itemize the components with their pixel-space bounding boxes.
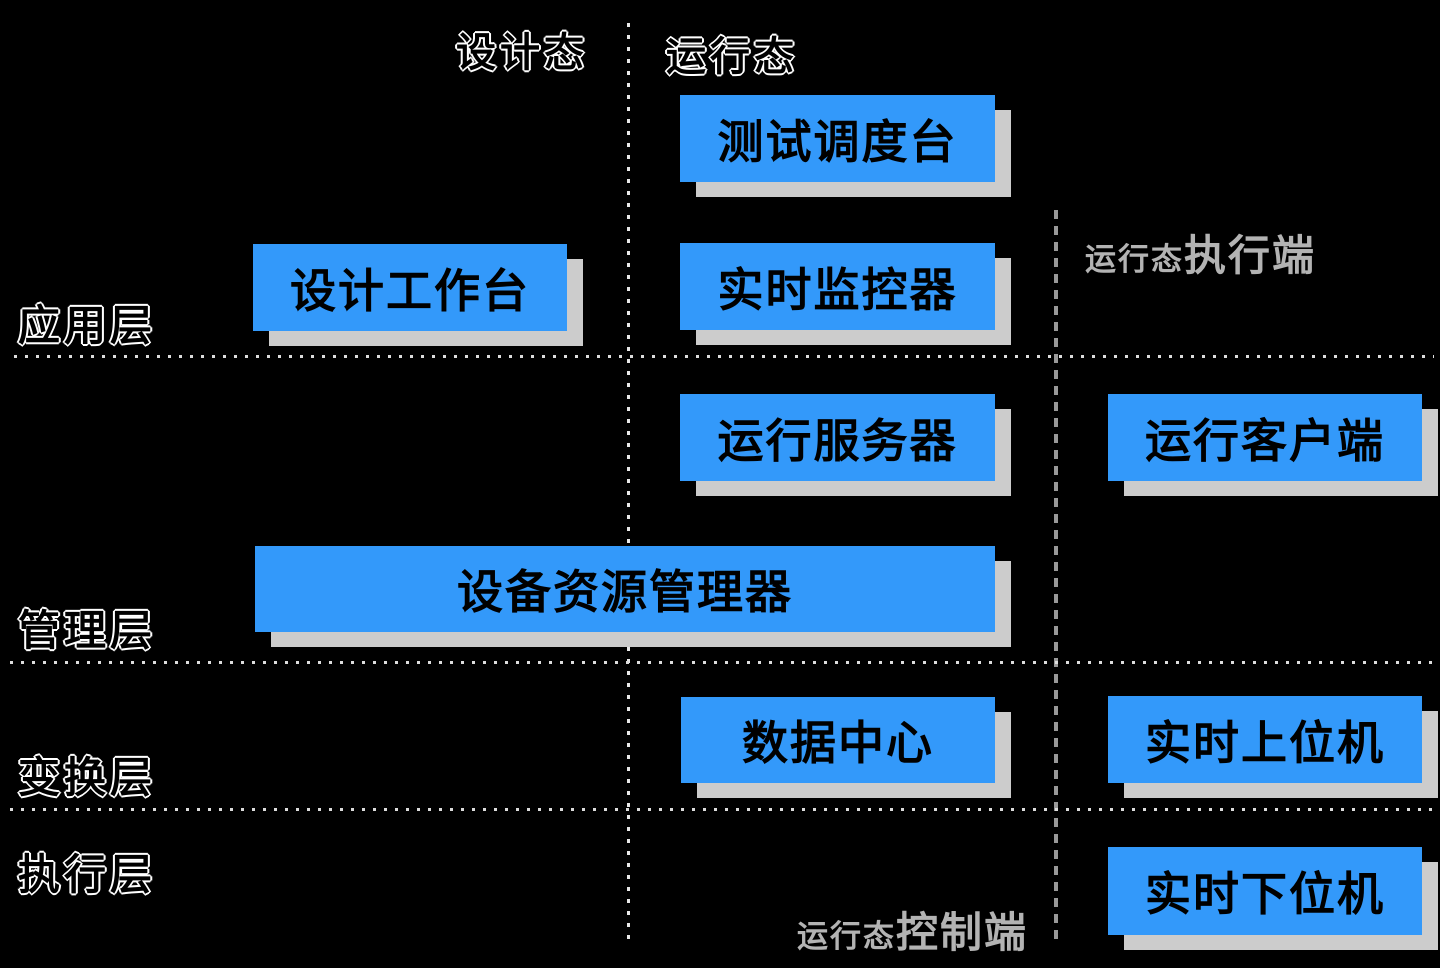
- box-label: 实时下位机: [1145, 867, 1385, 921]
- run-mode-executor-prefix: 运行态: [1085, 242, 1184, 278]
- box-label: 实时监控器: [717, 262, 958, 317]
- box-run-server: 运行服务器: [680, 394, 995, 481]
- run-mode-label: 运行态: [666, 34, 798, 80]
- box-run-client: 运行客户端: [1108, 394, 1422, 481]
- run-mode-controller-label: 运行态控制端: [797, 899, 1028, 960]
- box-test-dispatch-console: 测试调度台: [680, 95, 995, 182]
- box-data-center: 数据中心: [681, 697, 995, 783]
- box-label: 运行服务器: [717, 413, 958, 468]
- design-run-divider-line: [627, 23, 630, 947]
- layer-label-execution: 执行层: [18, 850, 157, 899]
- run-mode-executor-label: 运行态执行端: [1085, 222, 1316, 283]
- management-transform-divider-line: [10, 661, 1434, 664]
- run-mode-controller-prefix: 运行态: [797, 919, 896, 955]
- box-label: 测试调度台: [717, 114, 958, 169]
- box-realtime-lower-computer: 实时下位机: [1108, 847, 1422, 935]
- design-mode-label: 设计态: [456, 30, 588, 76]
- layer-label-transform: 变换层: [18, 753, 157, 802]
- box-device-resource-manager: 设备资源管理器: [255, 546, 995, 632]
- box-label: 实时上位机: [1145, 715, 1385, 770]
- box-realtime-monitor: 实时监控器: [680, 243, 995, 330]
- box-label: 运行客户端: [1145, 413, 1385, 468]
- run-mode-controller-main: 控制端: [896, 908, 1029, 957]
- transform-execution-divider-line: [10, 808, 1434, 811]
- application-management-divider-line: [14, 355, 1434, 358]
- run-mode-executor-main: 执行端: [1184, 231, 1317, 280]
- layer-label-application: 应用层: [18, 301, 157, 350]
- executor-region-divider-line: [1054, 210, 1058, 942]
- box-realtime-upper-computer: 实时上位机: [1108, 696, 1422, 783]
- box-design-workbench: 设计工作台: [253, 244, 567, 331]
- box-label: 数据中心: [742, 716, 934, 770]
- box-label: 设计工作台: [290, 263, 530, 318]
- layer-label-management: 管理层: [18, 606, 157, 655]
- box-label: 设备资源管理器: [457, 565, 793, 619]
